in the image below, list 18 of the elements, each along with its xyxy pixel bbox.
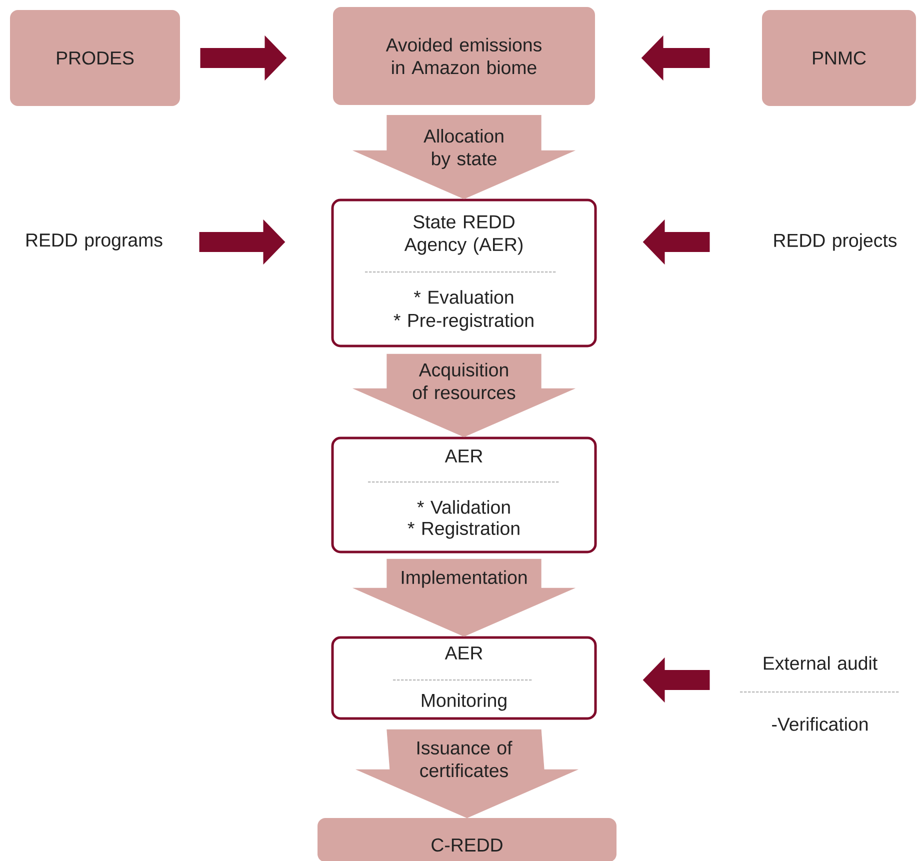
- process-box: PRODES: [10, 10, 180, 106]
- edge-label: Allocation by state: [424, 128, 504, 170]
- process-box: PNMC: [762, 10, 916, 106]
- process-box: Avoided emissions in Amazon biome: [333, 7, 595, 105]
- text-label: REDD projects: [774, 233, 897, 251]
- arrow: [352, 354, 576, 438]
- note: External audit -Verification: [740, 656, 900, 731]
- arrow: [352, 558, 576, 637]
- process-box: State REDD Agency (AER) * Evaluation * Pre-registration: [331, 198, 597, 348]
- edge-label: Implementation: [402, 570, 527, 588]
- process-box: AER * Validation * Registration: [331, 436, 597, 554]
- arrow: [355, 729, 579, 818]
- text-label: REDD programs: [26, 234, 162, 250]
- arrow: [352, 114, 576, 200]
- edge-label: Issuance of certificates: [417, 740, 512, 778]
- process-box: C-REDD: [318, 818, 616, 861]
- process-box: AER Monitoring: [331, 636, 597, 720]
- edge-label: Acquisition of resources: [412, 362, 516, 400]
